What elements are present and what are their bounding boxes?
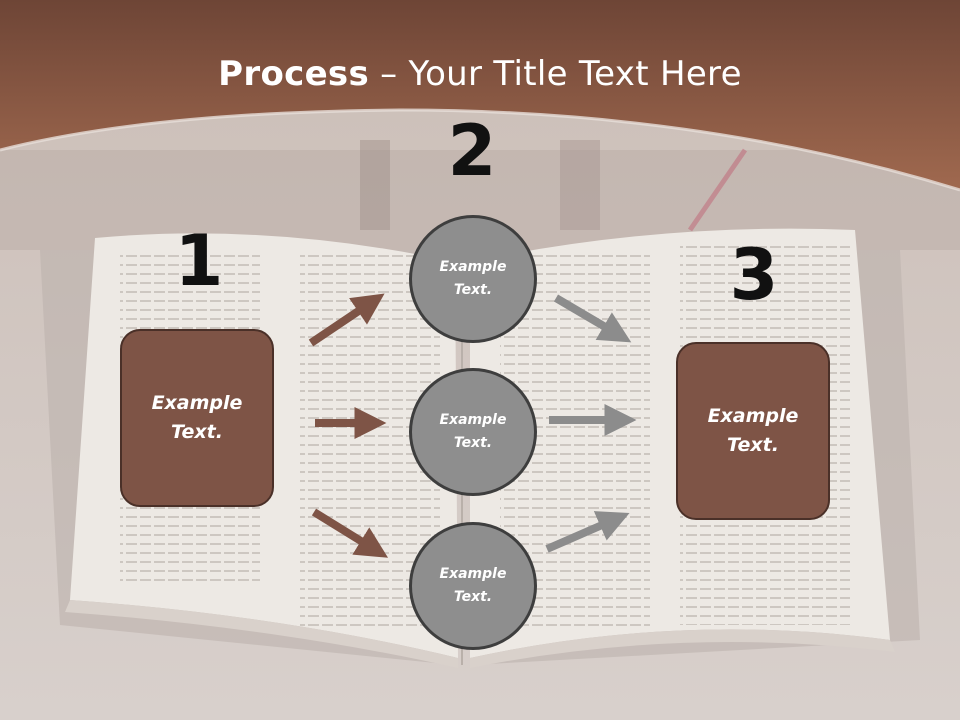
circle-middle: Example Text. [409, 368, 537, 496]
title-rest: – Your Title Text Here [369, 54, 742, 94]
step-number-2: 2 [447, 110, 497, 192]
arrow-box1-to-top [308, 293, 385, 347]
step-3-label: Example Text. [707, 405, 799, 456]
arrow-top-to-box3 [553, 294, 632, 343]
circle-bottom: Example Text. [409, 522, 537, 650]
circle-middle-label: Example Text. [439, 412, 507, 451]
step-3-box: Example Text. [676, 342, 830, 520]
step-number-1: 1 [174, 220, 224, 302]
step-number-3: 3 [729, 234, 779, 316]
circle-bottom-label: Example Text. [439, 566, 507, 605]
arrow-bottom-to-box3 [545, 511, 630, 553]
arrow-box1-to-bottom [311, 508, 389, 558]
step-1-label: Example Text. [151, 392, 243, 443]
slide-title: Process – Your Title Text Here [0, 54, 960, 94]
title-bold: Process [218, 54, 370, 94]
circle-top: Example Text. [409, 215, 537, 343]
circle-top-label: Example Text. [439, 259, 507, 298]
step-1-box: Example Text. [120, 329, 274, 507]
